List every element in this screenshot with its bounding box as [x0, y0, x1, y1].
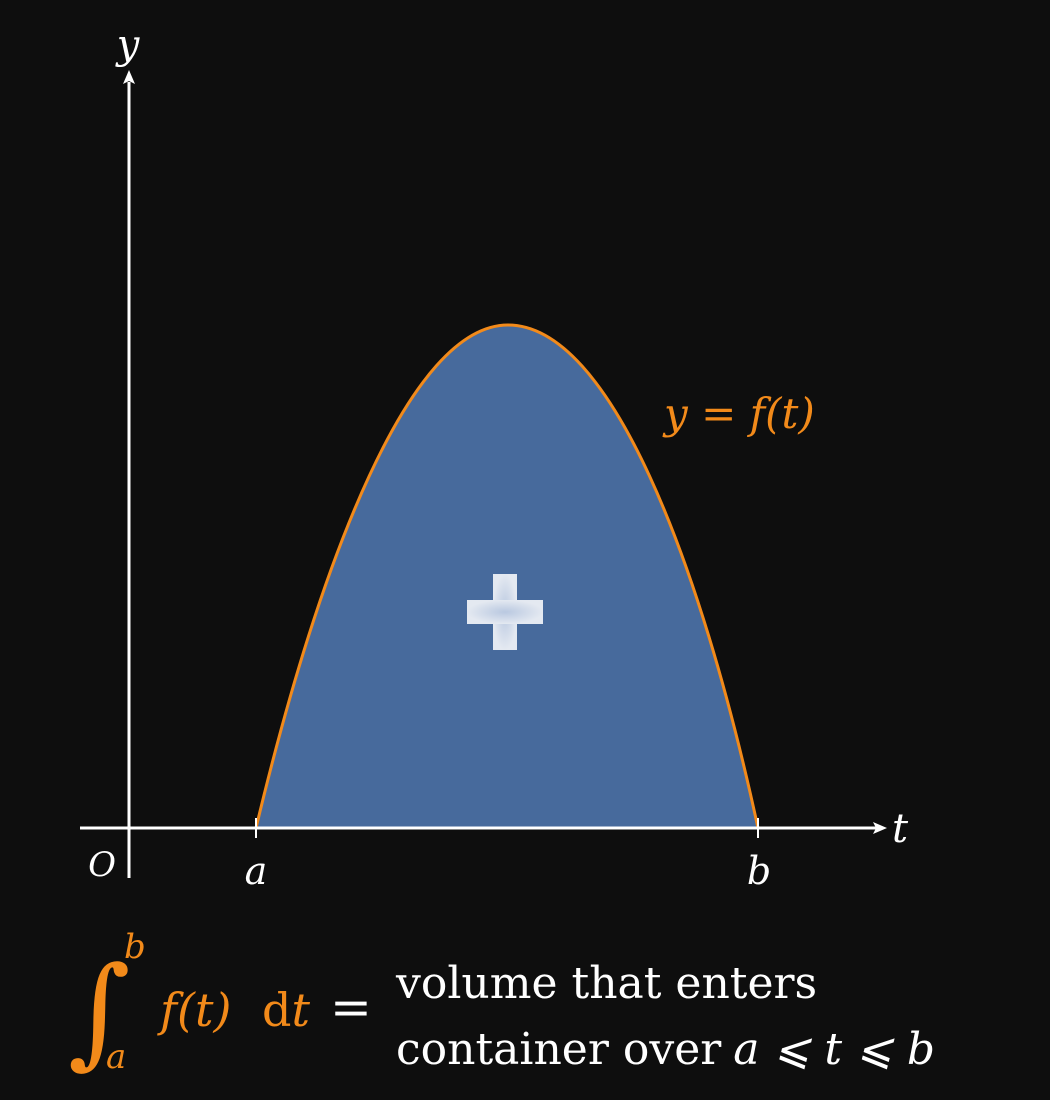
- equals-sign: =: [330, 978, 372, 1036]
- integral-upper-limit: b: [124, 927, 146, 967]
- integral-lower-limit: a: [106, 1037, 126, 1077]
- integral-formula: ∫ b a f(t) dt = volume that enters conta…: [68, 927, 935, 1081]
- y-axis-arrowhead: [123, 70, 135, 84]
- differential: dt: [262, 983, 310, 1037]
- differential-var: t: [291, 983, 310, 1037]
- origin-label: O: [88, 845, 116, 885]
- y-axis-label: y: [115, 22, 141, 68]
- curve-f-of-t: [254, 323, 760, 829]
- integral-sign: ∫: [68, 942, 131, 1081]
- plus-icon: [467, 574, 543, 650]
- t-axis-label: t: [892, 806, 909, 852]
- t-axis-arrowhead: [873, 822, 887, 834]
- curve-label: y = f(t): [662, 389, 815, 438]
- integrand: f(t): [157, 983, 231, 1037]
- tick-b-label: b: [747, 849, 771, 893]
- differential-d: d: [262, 983, 291, 1037]
- rhs-line-1: volume that enters: [395, 958, 817, 1009]
- tick-a-label: a: [245, 849, 268, 893]
- rhs-line-2-math: a ⩽ t ⩽ b: [733, 1024, 935, 1075]
- rhs-line-2-text: container over: [396, 1024, 722, 1075]
